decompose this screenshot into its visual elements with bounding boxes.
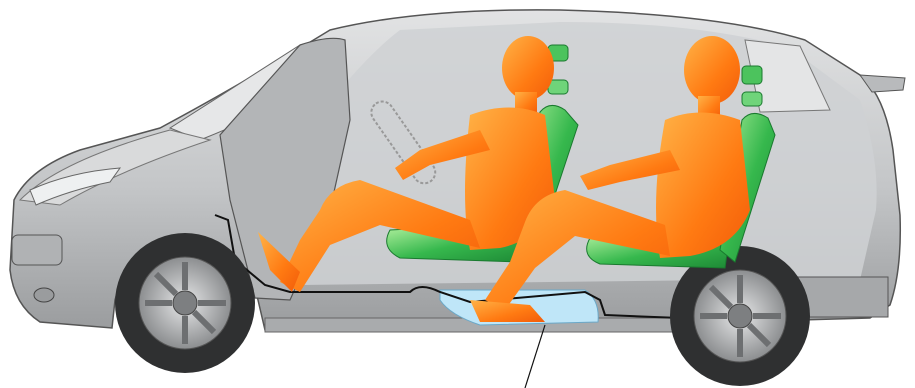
- headrest-icon: [742, 66, 762, 84]
- callout-leader-line: [525, 325, 545, 388]
- front-grille: [12, 235, 62, 265]
- front-wheel: [115, 233, 255, 373]
- fog-light: [34, 288, 54, 302]
